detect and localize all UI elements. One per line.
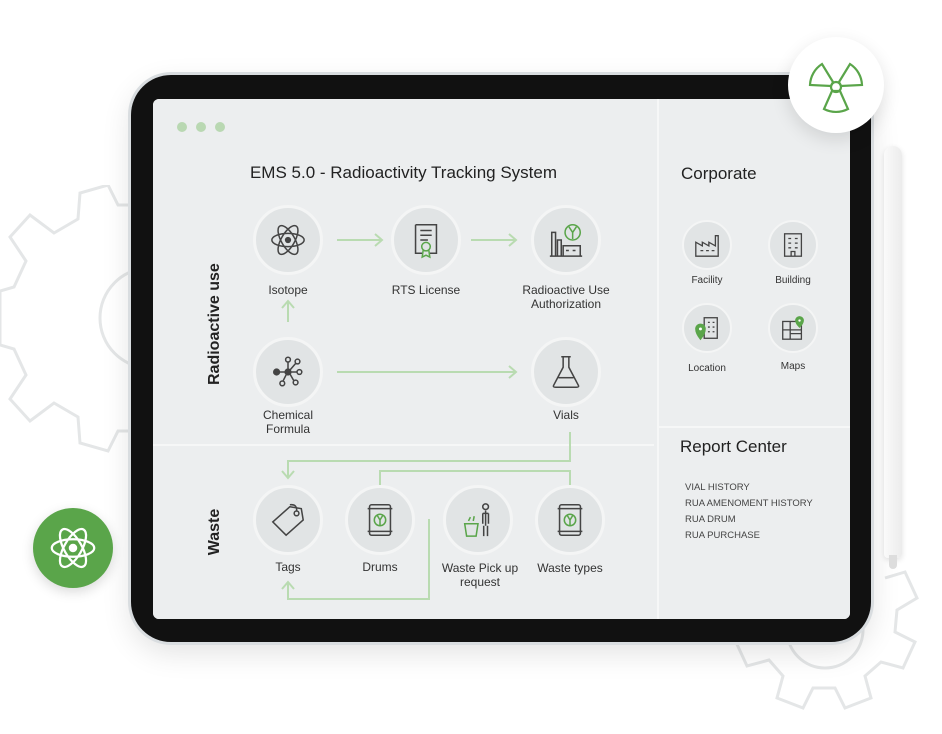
map-icon [782, 316, 804, 340]
corporate-title: Corporate [681, 164, 757, 183]
node-pickup-label-line2: request [459, 575, 501, 589]
node-isotope-label: Isotope [268, 283, 308, 297]
node-rua-label-line2: Authorization [530, 297, 602, 311]
corporate-item-building[interactable] [768, 220, 818, 270]
waste-disposal-icon [463, 503, 490, 537]
window-dots [177, 122, 225, 132]
section-divider [153, 444, 654, 446]
node-tags-label: Tags [275, 560, 301, 574]
report-link-rua-purchase[interactable]: RUA PURCHASE [685, 530, 760, 541]
report-center-title: Report Center [680, 437, 787, 456]
node-isotope[interactable] [253, 205, 323, 275]
report-link-vial-history[interactable]: VIAL HISTORY [685, 482, 750, 493]
stylus [884, 146, 902, 558]
flask-icon [552, 356, 580, 388]
atom-icon [271, 224, 305, 256]
node-rts-license-label: RTS License [391, 283, 461, 297]
building-icon [783, 233, 803, 257]
side-panel: Corporate Facility Building Loca [657, 99, 850, 619]
radioactive-drum-icon [367, 504, 393, 536]
node-radioactive-use-authorization[interactable] [531, 205, 601, 275]
corporate-item-building-label: Building [775, 275, 811, 286]
flow-connectors [281, 233, 571, 600]
atom-icon [50, 527, 96, 569]
node-drums-label: Drums [362, 560, 398, 574]
node-waste-types-label: Waste types [537, 561, 603, 575]
corporate-item-location-label: Location [688, 363, 726, 374]
corporate-item-maps[interactable] [768, 303, 818, 353]
corporate-item-maps-label: Maps [780, 361, 806, 372]
stylus-tip [889, 555, 897, 569]
node-drums[interactable] [345, 485, 415, 555]
window-dot [196, 122, 206, 132]
node-chemical-label-line1: Chemical [262, 408, 313, 422]
node-waste-types[interactable] [535, 485, 605, 555]
node-chemical-label-line2: Formula [265, 422, 310, 436]
section-divider [659, 426, 850, 428]
node-chemical-formula[interactable] [253, 337, 323, 407]
radiation-icon [808, 62, 864, 114]
report-link-rua-drum[interactable]: RUA DRUM [685, 514, 736, 525]
location-pin-icon [695, 317, 718, 341]
radioactive-facility-icon [549, 224, 583, 257]
corporate-item-facility-label: Facility [691, 275, 723, 286]
node-tags[interactable] [253, 485, 323, 555]
certificate-icon [414, 224, 438, 259]
node-vials-label: Vials [553, 408, 579, 422]
report-link-rua-amendment-history[interactable]: RUA AMENOMENT HISTORY [685, 498, 813, 509]
window-dot [215, 122, 225, 132]
node-pickup-label-line1: Waste Pick up [441, 561, 519, 575]
molecule-icon [272, 356, 303, 387]
node-waste-pickup-request[interactable] [443, 485, 513, 555]
node-vials[interactable] [531, 337, 601, 407]
corporate-item-facility[interactable] [682, 220, 732, 270]
node-rts-license[interactable] [391, 205, 461, 275]
window-dot [177, 122, 187, 132]
page-title: EMS 5.0 - Radioactivity Tracking System [249, 163, 558, 182]
tag-icon [271, 503, 305, 537]
workflow-panel: EMS 5.0 - Radioactivity Tracking System … [153, 99, 654, 619]
background-gear-left-icon [0, 185, 150, 453]
factory-icon [695, 235, 719, 257]
corporate-item-location[interactable] [682, 303, 732, 353]
node-rua-label-line1: Radioactive Use [522, 283, 610, 297]
atom-badge [33, 508, 113, 588]
radiation-badge [788, 37, 884, 133]
report-list: VIAL HISTORY RUA AMENOMENT HISTORY RUA D… [685, 480, 813, 544]
tablet-screen: EMS 5.0 - Radioactivity Tracking System … [153, 99, 850, 619]
radioactive-drum-icon [557, 504, 583, 536]
